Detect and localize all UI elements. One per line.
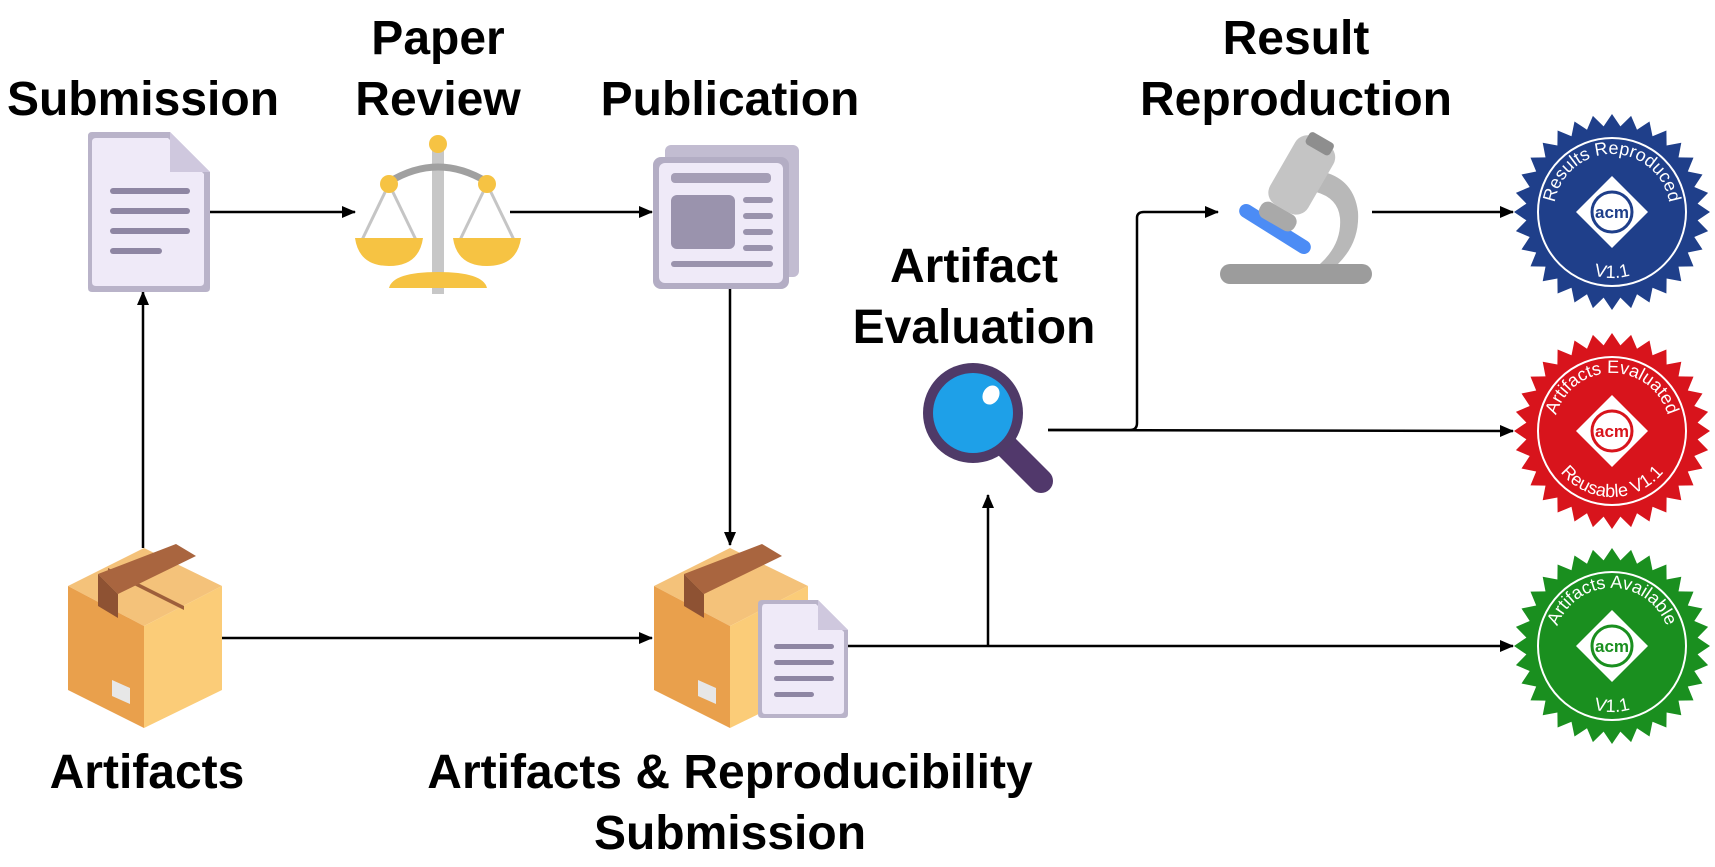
acm-logo-text: acm [1595,203,1629,222]
label-artifact-evaluation-line1: Artifact [890,240,1058,293]
acm-logo-icon [1590,409,1634,453]
labels: Submission Paper Review Publication Resu… [7,12,1452,860]
badge-ring [1537,137,1687,287]
acm-logo-text: acm [1595,422,1629,441]
badge-bottom-text: V1.1 [1593,260,1631,282]
scales-icon [355,135,521,294]
connectors [137,206,1514,652]
newspaper-icon [653,145,799,289]
document-icon [88,132,210,292]
label-paper-review-line2: Review [355,73,521,126]
acm-logo-icon [1590,190,1634,234]
magnifier-icon [923,363,1053,493]
label-artifacts: Artifacts [50,746,245,799]
label-submission: Submission [7,73,279,126]
label-artifact-evaluation-line2: Evaluation [853,301,1096,354]
microscope-icon [1220,132,1372,284]
label-paper-review-line1: Paper [371,12,504,65]
label-result-reproduction-line2: Reproduction [1140,73,1452,126]
label-ars-line2: Submission [594,807,866,860]
label-result-reproduction-line1: Result [1223,12,1370,65]
label-publication: Publication [601,73,860,126]
arrow-evaluation-to-reproduction [1048,206,1219,432]
label-ars-line1: Artifacts & Reproducibility [427,746,1033,799]
badge-bottom-text: V1.1 [1593,694,1631,716]
acm-logo-text: acm [1595,637,1629,656]
badge-ring [1537,356,1687,506]
acm-logo-icon [1590,624,1634,668]
box-with-document-icon [654,544,848,728]
box-icon [68,544,222,728]
badge-ring [1537,571,1687,721]
